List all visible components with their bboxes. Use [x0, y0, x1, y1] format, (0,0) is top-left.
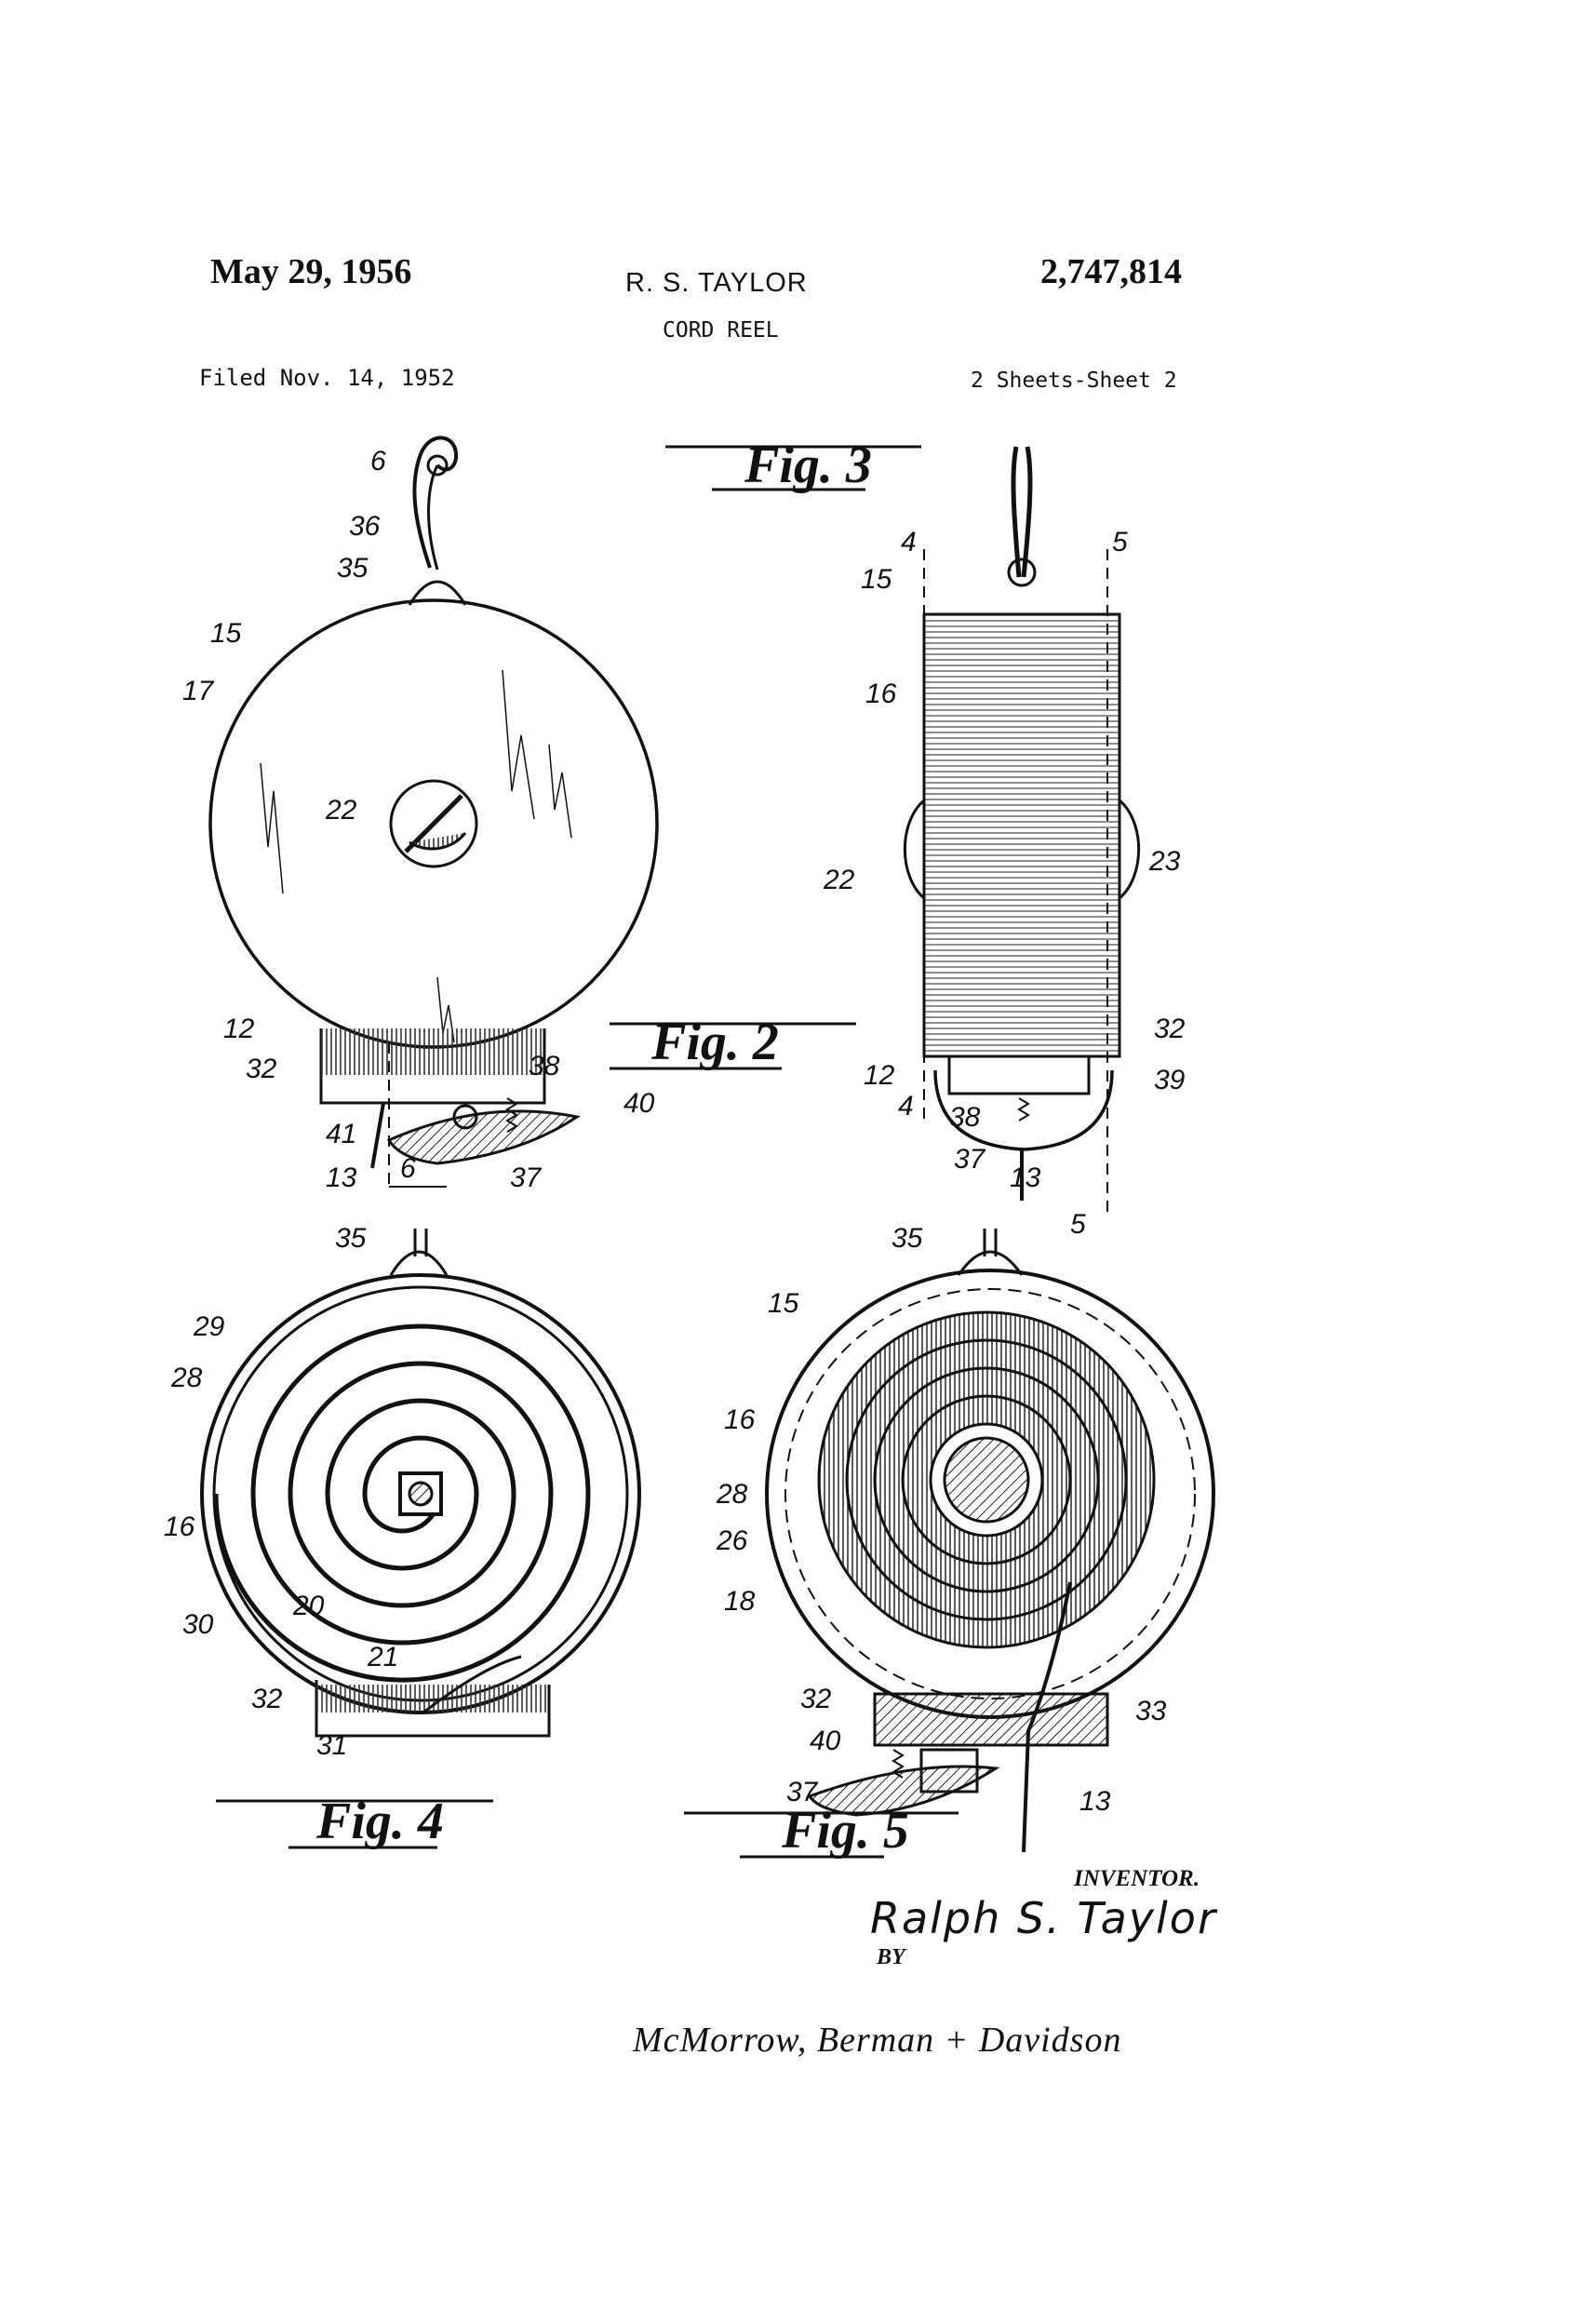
- ref-13: 13: [326, 1162, 357, 1193]
- figure-labels: Fig. 3 Fig. 2 Fig. 4 Fig. 5: [216, 437, 959, 1860]
- fig3-ref-numerals: 4 5 15 16 22 23 32 12 39 38 4 37 13 5: [823, 527, 1186, 1240]
- ref-35: 35: [335, 1223, 367, 1254]
- ref-28: 28: [170, 1363, 203, 1393]
- ref-15: 15: [210, 618, 242, 649]
- ref-23: 23: [1148, 846, 1181, 877]
- ref-4b: 4: [898, 1091, 914, 1122]
- fig3-side-view: [903, 446, 1141, 1219]
- attorneys-signature: McMorrow, Berman + Davidson: [633, 2021, 1122, 2060]
- ref-37: 37: [510, 1162, 543, 1193]
- ref-16: 16: [164, 1511, 195, 1542]
- fig2-front-view: [208, 436, 659, 1188]
- ref-6b: 6: [400, 1153, 416, 1184]
- inventor-signature: Ralph S. Taylor: [870, 1893, 1217, 1943]
- ref-39: 39: [1154, 1065, 1186, 1095]
- ref-32: 32: [251, 1684, 283, 1714]
- ref-21: 21: [367, 1642, 398, 1672]
- patent-title: CORD REEL: [663, 318, 779, 343]
- ref-15: 15: [861, 564, 892, 595]
- fig4-label: Fig. 4: [315, 1793, 444, 1850]
- patent-number: 2,747,814: [1040, 252, 1182, 291]
- ref-13: 13: [1010, 1162, 1041, 1193]
- ref-20: 20: [292, 1591, 325, 1621]
- ref-17: 17: [182, 676, 215, 706]
- patent-date: May 29, 1956: [210, 252, 412, 291]
- ref-29: 29: [193, 1311, 225, 1342]
- sheet-count: 2 Sheets-Sheet 2: [971, 369, 1177, 393]
- ref-28: 28: [716, 1479, 748, 1510]
- ref-15: 15: [768, 1288, 799, 1319]
- ref-35: 35: [337, 553, 369, 584]
- ref-37: 37: [954, 1144, 986, 1175]
- ref-32: 32: [800, 1684, 832, 1714]
- ref-40: 40: [810, 1726, 841, 1756]
- ref-31: 31: [316, 1730, 347, 1761]
- ref-5: 5: [1112, 527, 1128, 557]
- fig4-section-view: [200, 1229, 641, 1738]
- ref-12: 12: [223, 1014, 255, 1044]
- ref-33: 33: [1135, 1696, 1167, 1726]
- ref-32: 32: [246, 1054, 277, 1084]
- fig2-label: Fig. 2: [650, 1014, 779, 1071]
- ref-22: 22: [823, 865, 855, 895]
- inventor-short-name: R. S. TAYLOR: [625, 268, 808, 298]
- fig5-section-view: [765, 1229, 1215, 1853]
- ref-38: 38: [529, 1051, 560, 1081]
- ref-41: 41: [326, 1119, 356, 1149]
- by-label: BY: [877, 1945, 905, 1969]
- ref-40: 40: [623, 1088, 655, 1119]
- ref-38: 38: [949, 1102, 981, 1133]
- ref-37: 37: [786, 1777, 819, 1807]
- ref-36: 36: [349, 511, 381, 542]
- ref-12: 12: [864, 1060, 895, 1091]
- ref-13: 13: [1079, 1786, 1111, 1817]
- ref-4: 4: [901, 527, 917, 557]
- ref-16: 16: [724, 1404, 756, 1435]
- fig2-ref-numerals: 6 36 35 15 17 22 12 32 38 40 41 13 6 37: [182, 446, 655, 1193]
- ref-35: 35: [892, 1223, 923, 1254]
- filed-date: Filed Nov. 14, 1952: [199, 365, 455, 391]
- ref-6: 6: [370, 446, 386, 477]
- fig3-label: Fig. 3: [744, 437, 872, 494]
- ref-5b: 5: [1070, 1209, 1086, 1240]
- ref-26: 26: [716, 1525, 748, 1556]
- ref-16: 16: [865, 678, 897, 709]
- ref-30: 30: [182, 1609, 214, 1640]
- ref-22: 22: [325, 795, 357, 826]
- inventor-label: INVENTOR.: [1074, 1866, 1200, 1891]
- fig5-label: Fig. 5: [781, 1802, 909, 1860]
- ref-32: 32: [1154, 1014, 1186, 1044]
- ref-18: 18: [724, 1586, 756, 1617]
- fig4-ref-numerals: 35 29 28 16 20 30 21 32 31: [164, 1223, 398, 1761]
- fig5-ref-numerals: 35 15 16 28 26 18 32 33 40 37 13: [716, 1223, 1167, 1817]
